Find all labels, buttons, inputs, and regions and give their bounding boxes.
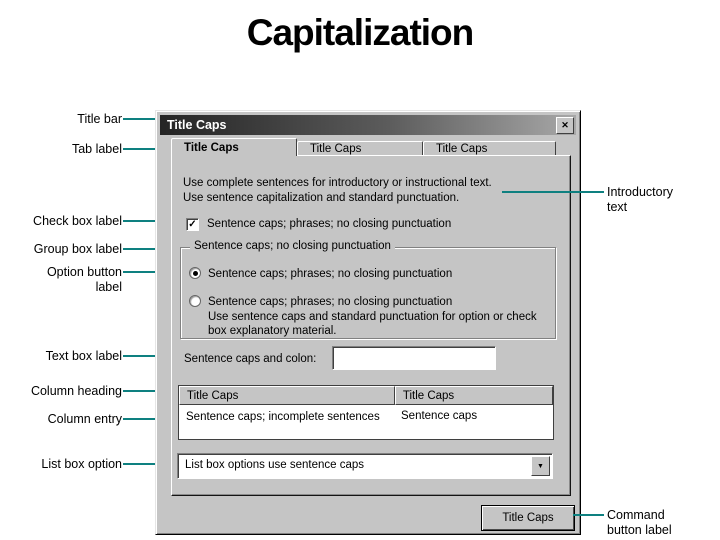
group-box-label: Sentence caps; no closing punctuation — [190, 240, 395, 252]
group-box: Sentence caps; no closing punctuation Se… — [180, 240, 556, 339]
combo-box-value: List box options use sentence caps — [185, 459, 365, 471]
leader-line — [123, 118, 164, 120]
column-entry-2: Sentence caps — [401, 410, 478, 422]
tab-title-caps-1[interactable]: Title Caps — [171, 138, 297, 156]
intro-line-1: Use complete sentences for introductory … — [183, 177, 492, 189]
dialog-window: Title Caps ✕ Title Caps Title Caps Title… — [155, 110, 581, 535]
column-heading-1[interactable]: Title Caps — [179, 386, 395, 405]
tab-page: Use complete sentences for introductory … — [171, 155, 571, 496]
leader-line — [123, 418, 176, 420]
table-header-row: Title Caps Title Caps — [179, 386, 553, 405]
option-button-2-label[interactable]: Sentence caps; phrases; no closing punct… — [208, 296, 453, 308]
option-button-2-description: Use sentence caps and standard punctuati… — [208, 311, 537, 337]
close-icon: ✕ — [561, 120, 569, 130]
radio-selected-dot — [192, 270, 198, 276]
option-button-2[interactable] — [189, 295, 201, 307]
tab-title-caps-2[interactable]: Title Caps — [297, 141, 423, 156]
callout-option-button-label: Option button label — [46, 265, 122, 294]
combo-dropdown-button[interactable]: ▼ — [531, 456, 550, 476]
page-title: Capitalization — [246, 12, 475, 53]
text-box-input[interactable] — [332, 346, 496, 370]
tab-title-caps-3[interactable]: Title Caps — [423, 141, 556, 156]
callout-text-box-label: Text box label — [45, 349, 122, 363]
leader-line — [123, 248, 178, 250]
command-button-label: Title Caps — [502, 512, 554, 524]
tab-label: Title Caps — [184, 141, 239, 154]
introductory-text: Use complete sentences for introductory … — [183, 176, 492, 206]
leader-line — [123, 463, 176, 465]
leader-line — [123, 390, 178, 392]
title-bar[interactable]: Title Caps ✕ — [160, 115, 576, 135]
callout-list-box-option: List box option — [41, 457, 122, 471]
leader-line — [502, 191, 604, 193]
column-heading-2[interactable]: Title Caps — [394, 386, 553, 405]
callout-check-box-label: Check box label — [33, 214, 122, 228]
close-button[interactable]: ✕ — [556, 117, 574, 134]
option-button-1-label[interactable]: Sentence caps; phrases; no closing punct… — [208, 268, 453, 280]
list-view-table: Title Caps Title Caps Sentence caps; inc… — [178, 385, 554, 440]
checkbox-label[interactable]: Sentence caps; phrases; no closing punct… — [207, 218, 452, 230]
window-title: Title Caps — [167, 118, 227, 132]
text-box-label: Sentence caps and colon: — [184, 353, 317, 365]
leader-line — [123, 220, 183, 222]
callout-command-button-label: Command button label — [607, 508, 672, 537]
leader-line — [123, 148, 180, 150]
chevron-down-icon: ▼ — [537, 462, 544, 470]
option-button-1[interactable] — [189, 267, 201, 279]
leader-line — [123, 355, 178, 357]
column-entry-1: Sentence caps; incomplete sentences — [186, 411, 380, 423]
intro-line-2: Use sentence capitalization and standard… — [183, 192, 460, 204]
combo-box[interactable]: List box options use sentence caps ▼ — [177, 453, 553, 479]
callout-introductory-text: Introductory text — [607, 185, 674, 214]
callout-tab-label: Tab label — [71, 142, 122, 156]
checkbox[interactable]: ✓ — [186, 218, 199, 231]
leader-line — [573, 514, 604, 516]
tab-label: Title Caps — [436, 143, 488, 155]
callout-column-heading: Column heading — [30, 384, 122, 398]
command-button[interactable]: Title Caps — [481, 505, 575, 531]
tab-label: Title Caps — [310, 143, 362, 155]
leader-line — [123, 271, 185, 273]
callout-group-box-label: Group box label — [33, 242, 122, 256]
callout-column-entry: Column entry — [47, 412, 122, 426]
table-row[interactable]: Sentence caps; incomplete sentences Sent… — [179, 405, 553, 439]
checkmark-icon: ✓ — [188, 219, 197, 230]
callout-title-bar: Title bar — [77, 112, 122, 126]
